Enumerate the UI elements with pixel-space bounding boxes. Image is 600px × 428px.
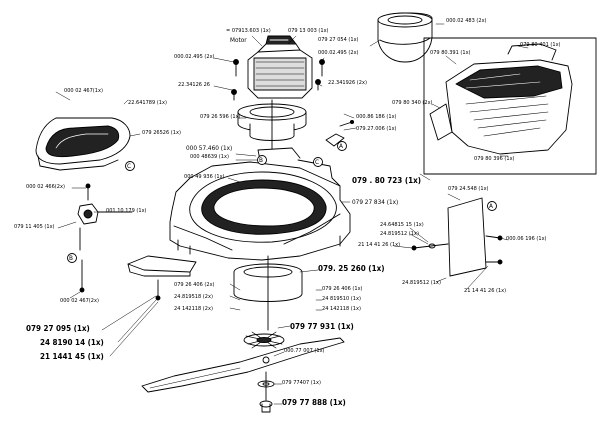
label-0007700: 000.77 007 (1x) bbox=[284, 348, 325, 354]
motor-cover bbox=[377, 12, 433, 63]
blade bbox=[141, 337, 345, 393]
label-0011017: 001.10 179 (1x) bbox=[106, 208, 147, 214]
label-0798039a: 079 80.391 (1x) bbox=[430, 50, 471, 56]
label-0798072: 079 . 80 723 (1x) bbox=[352, 176, 422, 185]
label-0797740: 079 77407 (1x) bbox=[282, 380, 321, 386]
label-0005746: 000 57.460 (1x) bbox=[186, 144, 233, 152]
label-2114412a: 21 14 41 26 (1x) bbox=[358, 242, 401, 248]
label-0000619: 000.06 196 (1x) bbox=[506, 236, 547, 242]
label-motor-word: Motor bbox=[230, 36, 247, 44]
grass-box bbox=[429, 43, 573, 155]
label-0792705: 079 27 054 (1x) bbox=[318, 37, 359, 43]
label-2481951b: 24.819512 (1x) bbox=[402, 280, 441, 286]
label-0008618: 000.86 186 (1x) bbox=[356, 114, 397, 120]
label-0004993: 000 49 936 (1x) bbox=[184, 174, 225, 180]
side-flap bbox=[127, 255, 197, 277]
marker-c-left: C bbox=[127, 162, 132, 170]
marker-b-left: B bbox=[69, 254, 73, 262]
label-2481901: 24 8190 14 (1x) bbox=[40, 338, 104, 347]
label-0797788: 079 77 888 (1x) bbox=[282, 398, 346, 407]
label-2481951c: 24 819510 (1x) bbox=[322, 296, 361, 302]
motor-screws bbox=[231, 59, 325, 101]
reference-markers bbox=[67, 141, 497, 263]
label-0791140: 079 11 405 (1x) bbox=[14, 224, 55, 230]
label-2234126a: 22.34126 26 bbox=[178, 82, 211, 88]
label-0792709: 079 27 095 (1x) bbox=[26, 324, 90, 333]
label-0792454: 079 24.548 (1x) bbox=[448, 186, 489, 192]
rear-bracket bbox=[325, 119, 355, 147]
marker-a-top: A bbox=[339, 142, 343, 150]
label-0792640b: 079 26 406 (2x) bbox=[174, 282, 215, 288]
label-0002495a: 000.02.495 (2x) bbox=[174, 54, 215, 60]
label-0798039: 079 80 396 (1x) bbox=[474, 156, 515, 162]
leader-lines bbox=[55, 23, 529, 405]
motor bbox=[247, 35, 313, 99]
label-0004863: 000 48639 (1x) bbox=[190, 154, 229, 160]
label-0002467b: 000 02 467(2x) bbox=[60, 298, 99, 304]
label-0791300: 079 13 003 (1x) bbox=[288, 28, 329, 34]
flap-bolt bbox=[155, 279, 161, 301]
label-2234126b: 22.341926 (2x) bbox=[328, 80, 367, 86]
label-0792659: 079 26 596 (1x) bbox=[200, 114, 241, 120]
height-adjuster bbox=[77, 183, 133, 293]
label-0798034: 079 80 340 (2x) bbox=[392, 100, 433, 106]
label-0792640a: 079 26 406 (1x) bbox=[322, 286, 363, 292]
marker-b-deck: B bbox=[259, 156, 263, 164]
motor-mount bbox=[237, 99, 307, 151]
top-cover bbox=[35, 117, 131, 171]
blade-bolt bbox=[257, 371, 275, 413]
label-2481951a: 24.819512 (1x) bbox=[380, 231, 419, 237]
label-0797793: 079 77 931 (1x) bbox=[290, 322, 354, 331]
blade-housing bbox=[233, 255, 303, 331]
marker-a-panel: A bbox=[489, 202, 493, 210]
label-0792526: 079. 25 260 (1x) bbox=[318, 264, 385, 273]
mower-deck bbox=[169, 147, 351, 261]
grass-box-frame bbox=[423, 37, 597, 175]
label-2414211a: 24 142118 (1x) bbox=[322, 306, 361, 312]
label-0002466: 000 02 466(2x) bbox=[26, 184, 65, 190]
label-0792783: 079 27 834 (1x) bbox=[352, 198, 399, 206]
label-2481951d: 24.819518 (2x) bbox=[174, 294, 213, 300]
label-0798040: 079 80 401 (1x) bbox=[520, 42, 561, 48]
marker-c-deck: C bbox=[315, 158, 320, 166]
label-0792700: 079.27.006 (1x) bbox=[356, 126, 397, 132]
label-2264178: 22.641789 (1x) bbox=[128, 100, 167, 106]
label-2464815: 24.64815 15 (1x) bbox=[380, 222, 424, 228]
label-2114412b: 21 14 41 26 (1x) bbox=[464, 288, 507, 294]
label-2114414: 21 1441 45 (1x) bbox=[40, 352, 104, 361]
label-0792652: 079 26526 (1x) bbox=[142, 130, 181, 136]
label-2414211b: 24 142118 (2x) bbox=[174, 306, 213, 312]
label-motor-part: = 07913.603 (1x) bbox=[226, 28, 271, 34]
label-0002483: 000.02 483 (2x) bbox=[446, 18, 487, 24]
label-0002495b: 000.02.495 (2x) bbox=[318, 50, 359, 56]
label-0002467: 000 02 467(1x) bbox=[64, 88, 103, 94]
fan bbox=[243, 331, 285, 349]
